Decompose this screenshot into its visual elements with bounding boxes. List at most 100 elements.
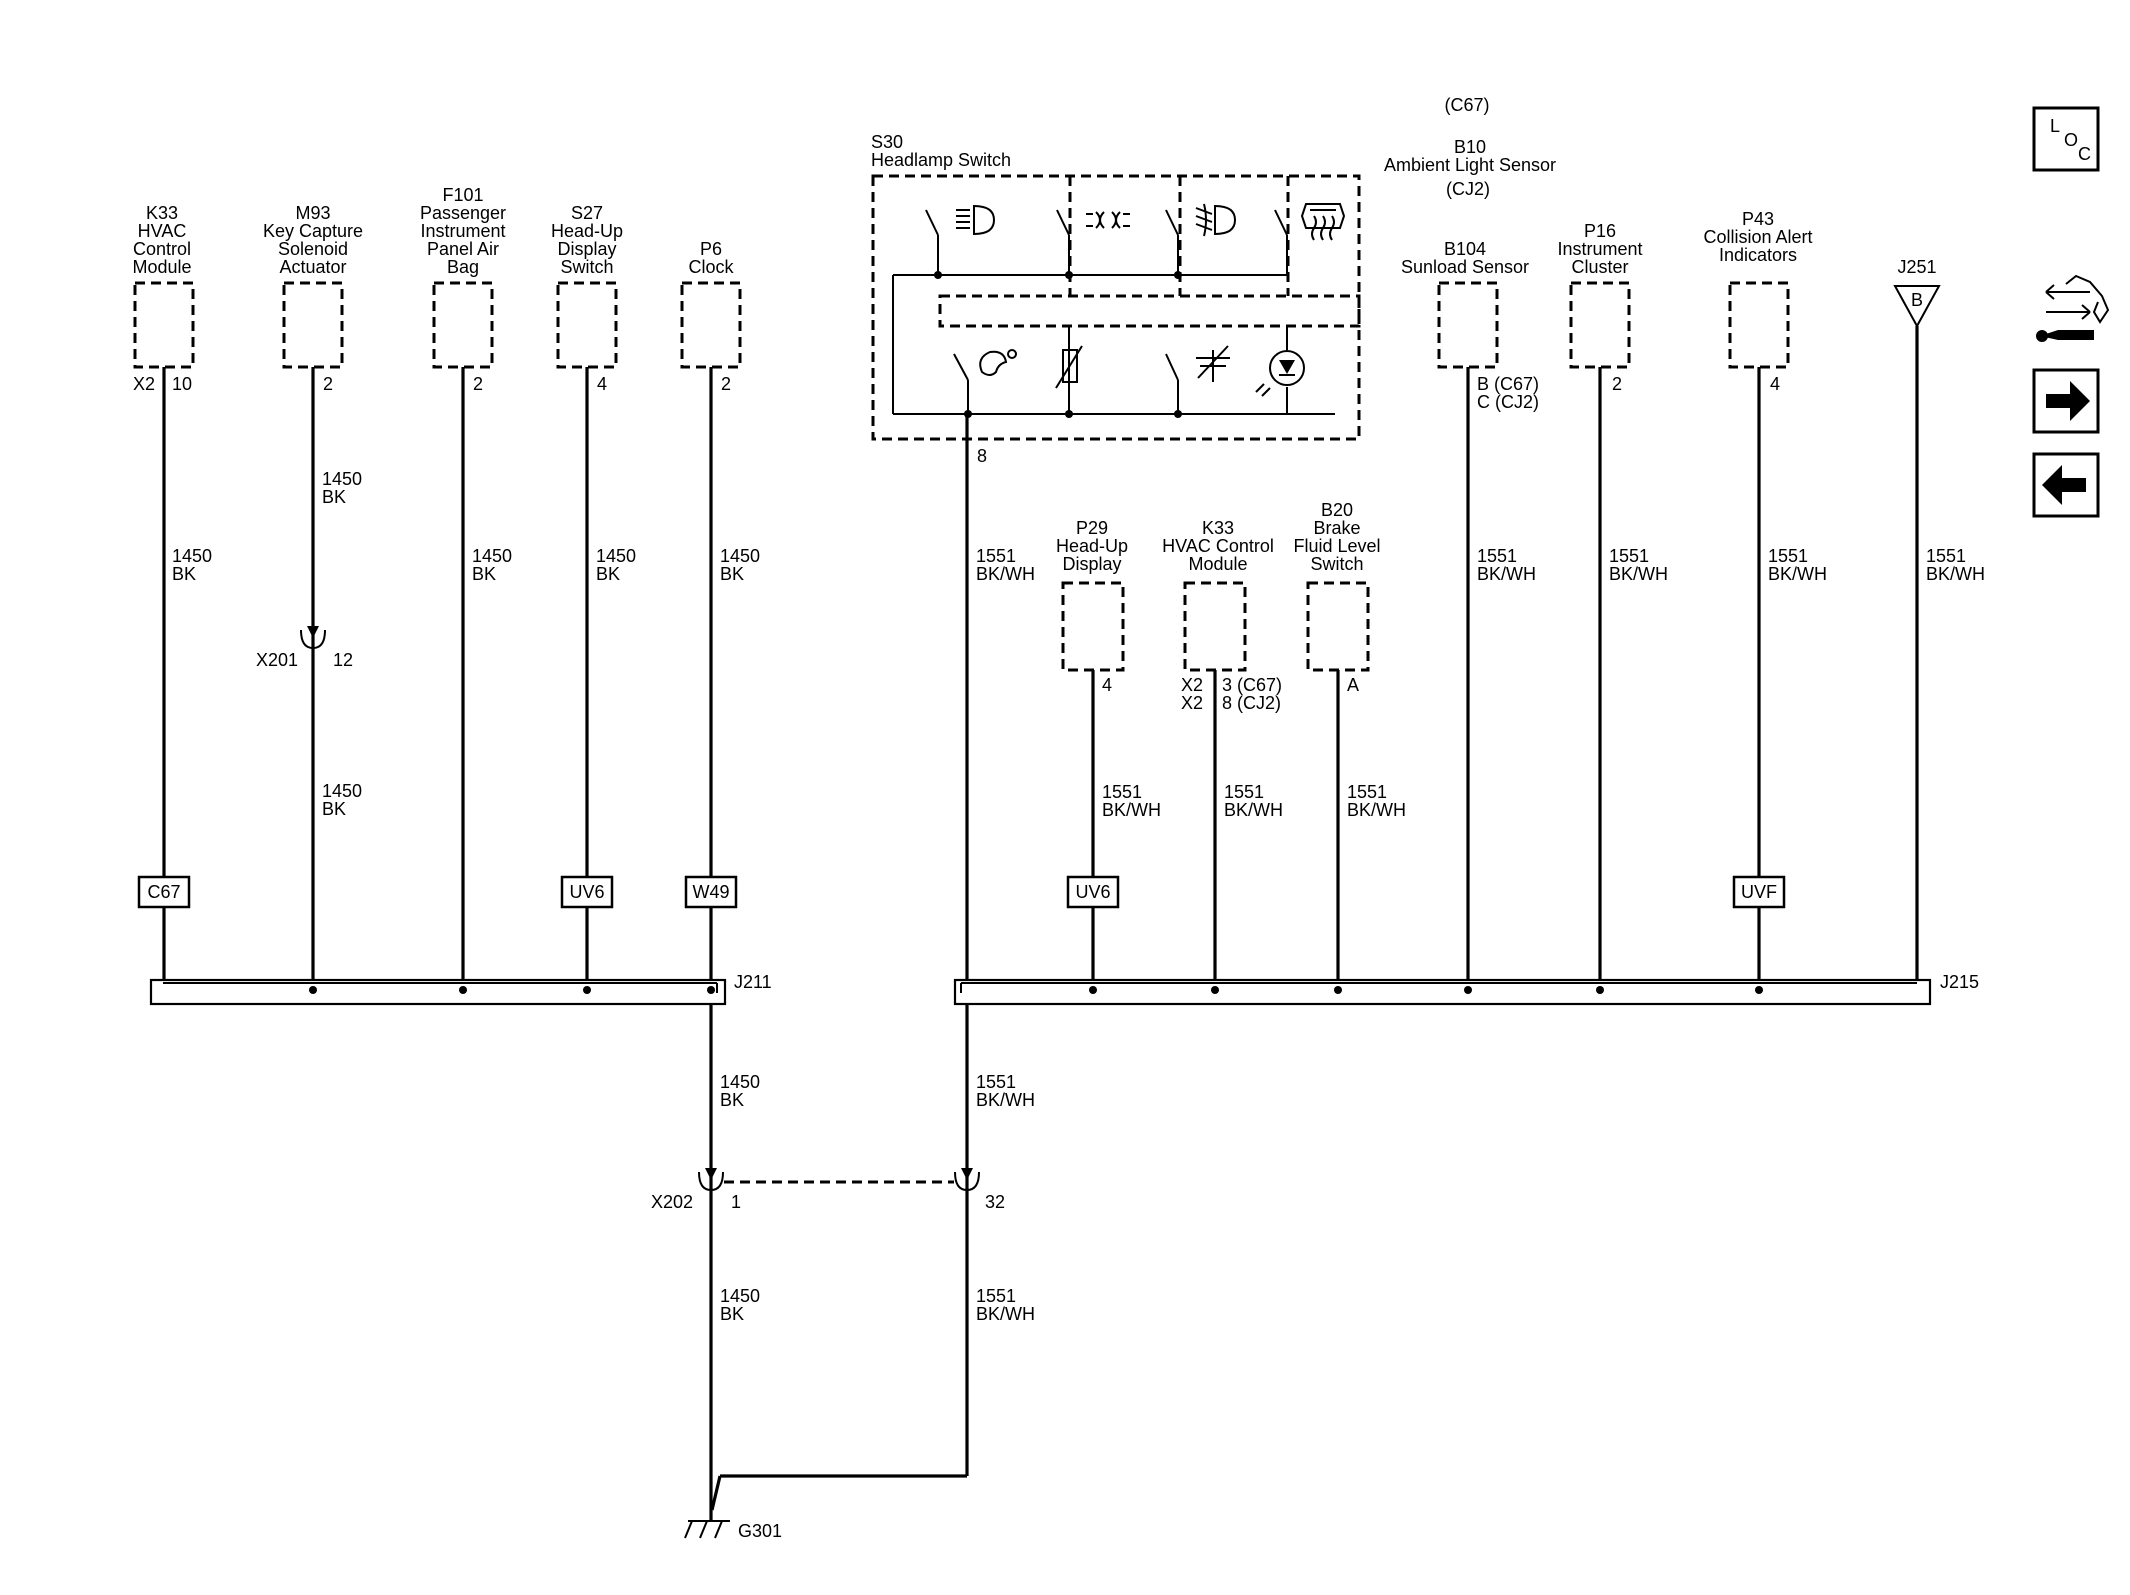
svg-text:X2: X2 bbox=[1181, 693, 1203, 713]
component-b10-ambient-light: (C67) B10 Ambient Light Sensor (CJ2) bbox=[1384, 95, 1556, 199]
svg-text:BK/WH: BK/WH bbox=[1102, 800, 1161, 820]
loc-letter-o: O bbox=[2064, 130, 2078, 150]
component-s30-headlamp-switch: S30 Headlamp Switch bbox=[871, 132, 1361, 466]
svg-text:K33: K33 bbox=[1202, 518, 1234, 538]
fog-lamp-icon bbox=[1195, 203, 1237, 237]
svg-text:10: 10 bbox=[172, 374, 192, 394]
svg-text:HVAC: HVAC bbox=[138, 221, 187, 241]
svg-text:1450: 1450 bbox=[322, 469, 362, 489]
svg-text:BK: BK bbox=[472, 564, 496, 584]
svg-text:1450: 1450 bbox=[720, 546, 760, 566]
svg-text:BK: BK bbox=[720, 1304, 744, 1324]
svg-text:Panel Air: Panel Air bbox=[427, 239, 499, 259]
svg-text:Control: Control bbox=[133, 239, 191, 259]
svg-text:F101: F101 bbox=[442, 185, 483, 205]
svg-text:4: 4 bbox=[597, 374, 607, 394]
component-p16-instrument-cluster: P16 Instrument Cluster 2 bbox=[1557, 221, 1642, 394]
svg-text:1: 1 bbox=[731, 1192, 741, 1212]
svg-text:B10: B10 bbox=[1454, 137, 1486, 157]
svg-text:C (CJ2): C (CJ2) bbox=[1477, 392, 1539, 412]
svg-text:B: B bbox=[1911, 290, 1923, 310]
svg-text:1450: 1450 bbox=[720, 1072, 760, 1092]
option-tag-c67: C67 bbox=[137, 875, 191, 909]
svg-text:8: 8 bbox=[977, 446, 987, 466]
svg-text:1551: 1551 bbox=[1768, 546, 1808, 566]
svg-text:Solenoid: Solenoid bbox=[278, 239, 348, 259]
svg-text:3 (C67): 3 (C67) bbox=[1222, 675, 1282, 695]
svg-text:P16: P16 bbox=[1584, 221, 1616, 241]
svg-text:(C67): (C67) bbox=[1444, 95, 1489, 115]
svg-text:Sunload Sensor: Sunload Sensor bbox=[1401, 257, 1529, 277]
svg-text:BK: BK bbox=[322, 487, 346, 507]
svg-text:BK/WH: BK/WH bbox=[1347, 800, 1406, 820]
connector-x202: X202 1 32 bbox=[651, 1168, 1005, 1212]
component-m93-key-capture: M93 Key Capture Solenoid Actuator 2 bbox=[263, 203, 363, 394]
svg-text:BK: BK bbox=[720, 1090, 744, 1110]
svg-text:BK: BK bbox=[172, 564, 196, 584]
dome-lamp-icon bbox=[1196, 345, 1230, 382]
svg-text:UV6: UV6 bbox=[569, 882, 604, 902]
svg-text:12: 12 bbox=[333, 650, 353, 670]
svg-text:1551: 1551 bbox=[1477, 546, 1517, 566]
connector-info-icon[interactable] bbox=[2036, 274, 2110, 342]
svg-text:BK/WH: BK/WH bbox=[976, 564, 1035, 584]
svg-text:Head-Up: Head-Up bbox=[1056, 536, 1128, 556]
svg-text:Brake: Brake bbox=[1313, 518, 1360, 538]
photo-diode-icon bbox=[1255, 350, 1305, 397]
svg-text:G301: G301 bbox=[738, 1521, 782, 1541]
svg-text:B (C67): B (C67) bbox=[1477, 374, 1539, 394]
svg-text:W49: W49 bbox=[692, 882, 729, 902]
svg-text:BK/WH: BK/WH bbox=[1768, 564, 1827, 584]
svg-text:Actuator: Actuator bbox=[279, 257, 346, 277]
svg-text:BK: BK bbox=[322, 799, 346, 819]
svg-text:32: 32 bbox=[985, 1192, 1005, 1212]
ground-g301: G301 bbox=[684, 1520, 782, 1541]
svg-text:BK/WH: BK/WH bbox=[976, 1090, 1035, 1110]
svg-text:1551: 1551 bbox=[1926, 546, 1966, 566]
svg-text:Module: Module bbox=[1188, 554, 1247, 574]
svg-text:BK/WH: BK/WH bbox=[1224, 800, 1283, 820]
svg-text:1450: 1450 bbox=[472, 546, 512, 566]
svg-text:1551: 1551 bbox=[1347, 782, 1387, 802]
component-k33-hvac-mid: K33 HVAC Control Module X2 X2 3 (C67) 8 … bbox=[1162, 518, 1282, 713]
svg-text:Fluid Level: Fluid Level bbox=[1293, 536, 1380, 556]
loc-letter-c: C bbox=[2078, 144, 2091, 164]
svg-text:4: 4 bbox=[1770, 374, 1780, 394]
svg-text:1551: 1551 bbox=[1102, 782, 1142, 802]
svg-text:BK/WH: BK/WH bbox=[976, 1304, 1035, 1324]
svg-text:2: 2 bbox=[323, 374, 333, 394]
svg-text:Cluster: Cluster bbox=[1571, 257, 1628, 277]
svg-text:Head-Up: Head-Up bbox=[551, 221, 623, 241]
svg-text:UVF: UVF bbox=[1741, 882, 1777, 902]
svg-text:Display: Display bbox=[557, 239, 616, 259]
arrow-right-icon bbox=[2046, 381, 2090, 421]
svg-text:K33: K33 bbox=[146, 203, 178, 223]
option-tag-uv6-right: UV6 bbox=[1066, 875, 1120, 909]
svg-text:Clock: Clock bbox=[688, 257, 734, 277]
connector-x201: X201 12 bbox=[256, 626, 353, 670]
svg-text:Bag: Bag bbox=[447, 257, 479, 277]
parking-lamp-icon bbox=[1086, 211, 1130, 229]
previous-page-button[interactable] bbox=[2032, 452, 2100, 518]
svg-text:2: 2 bbox=[473, 374, 483, 394]
next-page-button[interactable] bbox=[2032, 368, 2100, 434]
headlamp-switch-contacts-lower bbox=[953, 326, 1288, 418]
svg-text:X202: X202 bbox=[651, 1192, 693, 1212]
svg-text:J251: J251 bbox=[1897, 257, 1936, 277]
svg-text:(CJ2): (CJ2) bbox=[1446, 179, 1490, 199]
svg-text:Switch: Switch bbox=[1310, 554, 1363, 574]
svg-text:8 (CJ2): 8 (CJ2) bbox=[1222, 693, 1281, 713]
component-s27-hud-switch: S27 Head-Up Display Switch 4 bbox=[551, 203, 623, 394]
svg-text:X201: X201 bbox=[256, 650, 298, 670]
svg-text:1551: 1551 bbox=[976, 1072, 1016, 1092]
svg-text:P29: P29 bbox=[1076, 518, 1108, 538]
svg-text:S27: S27 bbox=[571, 203, 603, 223]
headlamp-icon bbox=[956, 204, 996, 236]
component-b20-brake-fluid: B20 Brake Fluid Level Switch A bbox=[1293, 500, 1380, 695]
svg-text:M93: M93 bbox=[295, 203, 330, 223]
svg-text:1450: 1450 bbox=[172, 546, 212, 566]
location-button[interactable]: L O C bbox=[2032, 106, 2100, 172]
svg-text:2: 2 bbox=[1612, 374, 1622, 394]
svg-text:BK: BK bbox=[720, 564, 744, 584]
component-j251-data-link: J251 B bbox=[1893, 257, 1941, 329]
